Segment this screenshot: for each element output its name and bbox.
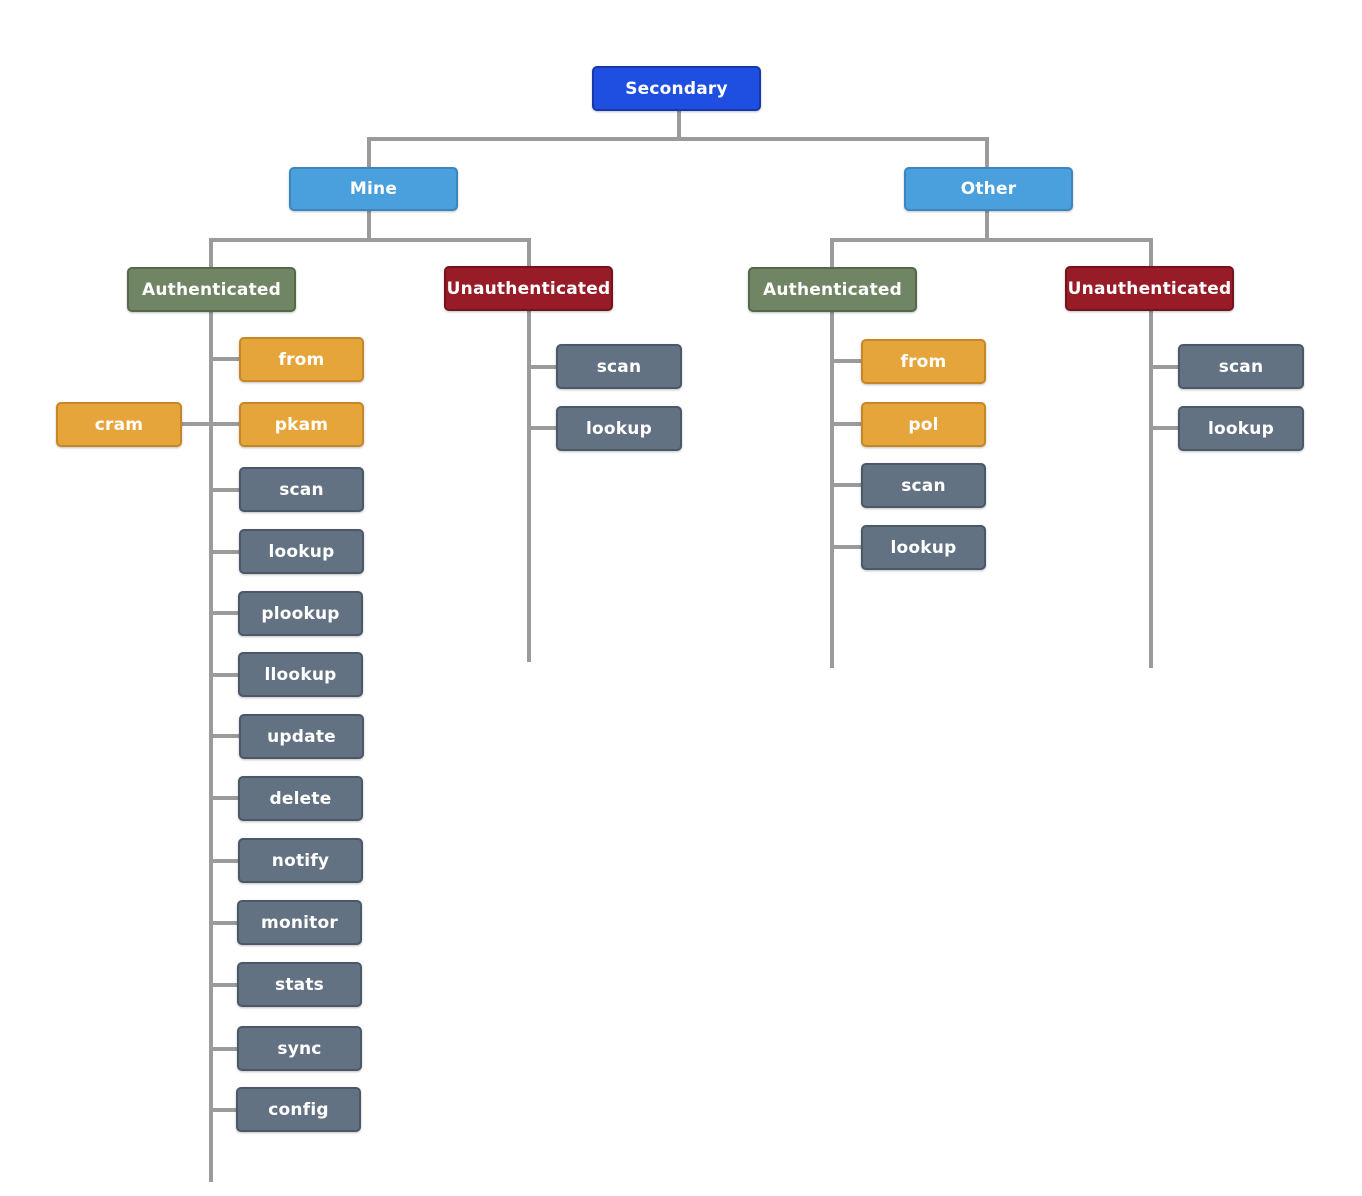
node-mine-auth-item: pkam xyxy=(239,402,364,447)
connector xyxy=(1149,426,1181,430)
node-other-auth-item: pol xyxy=(861,402,986,447)
node-mine-auth-item: delete xyxy=(238,776,363,821)
connector xyxy=(830,422,863,426)
node-mine-auth-item: scan xyxy=(239,467,364,512)
node-mine: Mine xyxy=(289,167,458,211)
connector xyxy=(367,210,371,241)
node-mine-authenticated: Authenticated xyxy=(127,267,296,312)
node-other-auth-item: scan xyxy=(861,463,986,508)
node-other-auth-item: lookup xyxy=(861,525,986,570)
connector xyxy=(527,310,531,662)
connector xyxy=(209,921,241,925)
connector xyxy=(830,483,863,487)
connector xyxy=(209,357,241,361)
node-mine-auth-item: stats xyxy=(237,962,362,1007)
node-other: Other xyxy=(904,167,1073,211)
connector xyxy=(527,426,559,430)
connector xyxy=(209,611,241,615)
connector xyxy=(209,1108,241,1112)
connector xyxy=(830,238,834,269)
node-mine-auth-item: config xyxy=(236,1087,361,1132)
connector xyxy=(209,238,531,242)
node-mine-unauthenticated: Unauthenticated xyxy=(444,266,613,311)
connector xyxy=(209,734,241,738)
connector xyxy=(1149,310,1153,668)
connector xyxy=(527,238,531,269)
connector xyxy=(985,137,989,168)
node-mine-auth-item: monitor xyxy=(237,900,362,945)
connector xyxy=(1149,365,1181,369)
connector xyxy=(209,673,241,677)
node-mine-auth-item: from xyxy=(239,337,364,382)
connector xyxy=(209,550,241,554)
connector xyxy=(367,137,371,168)
node-secondary: Secondary xyxy=(592,66,761,111)
connector xyxy=(677,110,681,140)
connector xyxy=(830,310,834,668)
connector xyxy=(209,488,241,492)
connector xyxy=(209,859,241,863)
connector xyxy=(209,1047,241,1051)
node-mine-auth-item: update xyxy=(239,714,364,759)
node-other-auth-item: from xyxy=(861,339,986,384)
connector xyxy=(830,359,863,363)
connector xyxy=(985,210,989,241)
connector xyxy=(180,422,241,426)
node-mine-auth-item: notify xyxy=(238,838,363,883)
connector xyxy=(209,310,213,1182)
node-mine-auth-item: lookup xyxy=(239,529,364,574)
node-mine-unauth-item: lookup xyxy=(556,406,682,451)
connector xyxy=(209,238,213,269)
node-other-unauthenticated: Unauthenticated xyxy=(1065,266,1234,311)
connector xyxy=(209,983,241,987)
node-mine-auth-item: plookup xyxy=(238,591,363,636)
node-mine-auth-item: llookup xyxy=(238,652,363,697)
node-cram: cram xyxy=(56,402,182,447)
connector xyxy=(1149,238,1153,269)
connector xyxy=(830,545,863,549)
node-other-authenticated: Authenticated xyxy=(748,267,917,312)
connector xyxy=(209,796,241,800)
connector xyxy=(830,238,1153,242)
connector xyxy=(367,137,989,141)
node-other-unauth-item: scan xyxy=(1178,344,1304,389)
connector xyxy=(527,365,559,369)
node-mine-unauth-item: scan xyxy=(556,344,682,389)
node-mine-auth-item: sync xyxy=(237,1026,362,1071)
node-other-unauth-item: lookup xyxy=(1178,406,1304,451)
